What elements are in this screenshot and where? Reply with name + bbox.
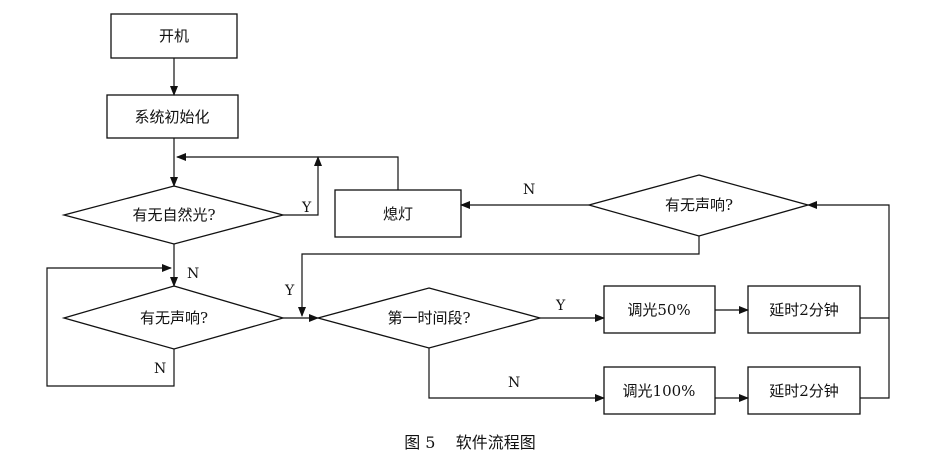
node-power-on: 开机 xyxy=(110,13,238,59)
figure-caption: 图 5 软件流程图 xyxy=(404,433,536,452)
label-natural-light-no: N xyxy=(187,266,199,282)
node-lamp-off: 熄灯 xyxy=(334,189,462,238)
svg-text:延时2分钟: 延时2分钟 xyxy=(769,382,839,400)
node-system-init: 系统初始化 xyxy=(106,94,239,139)
decision-first-period: 第一时间段? xyxy=(315,287,543,349)
svg-text:系统初始化: 系统初始化 xyxy=(134,108,209,126)
svg-text:开机: 开机 xyxy=(159,27,189,45)
decision-sound-2: 有无声响? xyxy=(586,174,811,237)
svg-text:熄灯: 熄灯 xyxy=(383,205,413,223)
label-sound-2-yes: Y xyxy=(284,283,295,299)
svg-text:第一时间段?: 第一时间段? xyxy=(387,309,470,327)
svg-text:有无声响?: 有无声响? xyxy=(140,309,208,327)
edge-first-period-no xyxy=(428,348,605,402)
label-first-period-no: N xyxy=(508,375,520,391)
node-dim-100: 调光100% xyxy=(603,366,716,415)
decision-sound-1: 有无声响? xyxy=(61,285,286,350)
edge-sound-2-yes xyxy=(298,236,700,317)
node-delay-1: 延时2分钟 xyxy=(747,285,861,334)
decision-natural-light: 有无自然光? xyxy=(61,185,286,245)
svg-text:调光100%: 调光100% xyxy=(623,382,696,400)
edge-lamp-off-return xyxy=(176,153,399,190)
node-delay-2: 延时2分钟 xyxy=(747,366,861,415)
label-natural-light-yes: Y xyxy=(301,200,312,216)
label-first-period-yes: Y xyxy=(555,298,566,314)
edge-sound-1-no xyxy=(46,264,175,387)
node-dim-50: 调光50% xyxy=(603,285,716,334)
edge-natural-light-yes xyxy=(283,156,322,216)
svg-text:有无自然光?: 有无自然光? xyxy=(132,206,215,224)
svg-text:有无声响?: 有无声响? xyxy=(665,196,733,214)
label-sound-2-no: N xyxy=(523,182,535,198)
label-sound-1-no: N xyxy=(154,361,166,377)
svg-text:延时2分钟: 延时2分钟 xyxy=(769,301,839,319)
edge-delay2-return xyxy=(807,201,890,399)
svg-text:调光50%: 调光50% xyxy=(627,301,690,319)
